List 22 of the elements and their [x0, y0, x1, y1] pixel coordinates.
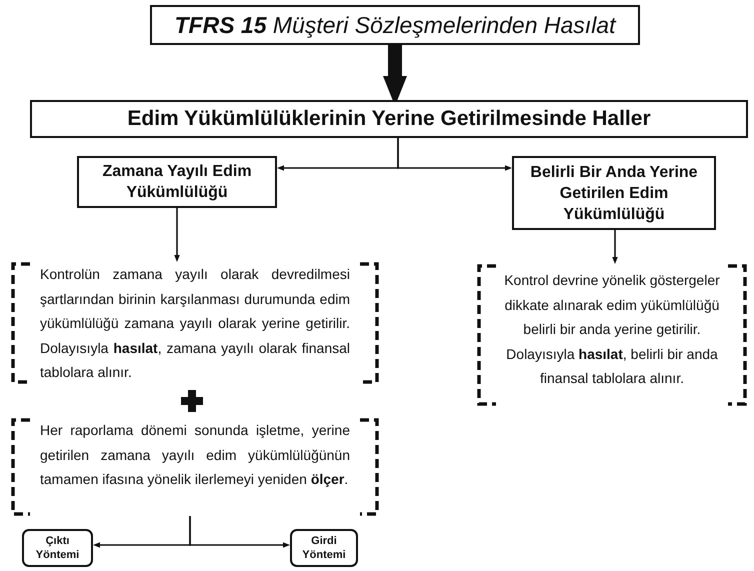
note-text: Kontrol devrine yönelik göstergeler dikkate alınarak edim yükümlülüğü belirli bir anda yerine getirilir. Dolayısıyla hasılat, belirli bir anda finansal tablolara alınır.: [503, 271, 721, 388]
category-box: [512, 156, 716, 230]
arrow: [189, 516, 290, 548]
note-text: Kontrolün zamana yayılı olarak devredilmesi şartlarından birinin karşılanması durumunda edim yükümlülüğü zamana yayılı olarak yerine getirilir. Dolayısıyla hasılat, zamana yayılı olarak finansal tablolara alınır.: [40, 265, 350, 382]
bracketed-note: [10, 262, 380, 384]
arrow: [397, 138, 512, 171]
method-label: Girdi Yöntemi: [301, 534, 347, 562]
title-box: [150, 5, 640, 45]
method-box: [22, 529, 93, 567]
heading-box: [30, 100, 748, 138]
method-box: [290, 529, 358, 567]
category-box: [77, 156, 277, 208]
note-text: Her raporlama dönemi sonunda işletme, yerine getirilen zamana yayılı edim yükümlülüğünün tamamen ifasına yönelik ilerlemeyi yeniden ölçer.: [40, 421, 350, 490]
heading-text: Edim Yükümlülüklerinin Yerine Getirilmesinde Haller: [127, 107, 651, 131]
category-label: Belirli Bir Anda Yerine Getirilen Edim Yükümlülüğü: [529, 162, 699, 224]
category-label: Zamana Yayılı Edim Yükümlülüğü: [101, 162, 253, 203]
bracketed-note: [10, 418, 380, 516]
method-label: Çıktı Yöntemi: [34, 534, 80, 562]
arrow: [612, 230, 618, 264]
arrow: [174, 208, 180, 262]
bracketed-note: [476, 264, 748, 406]
title-text: TFRS 15 Müşteri Sözleşmelerinden Hasılat: [174, 12, 616, 38]
